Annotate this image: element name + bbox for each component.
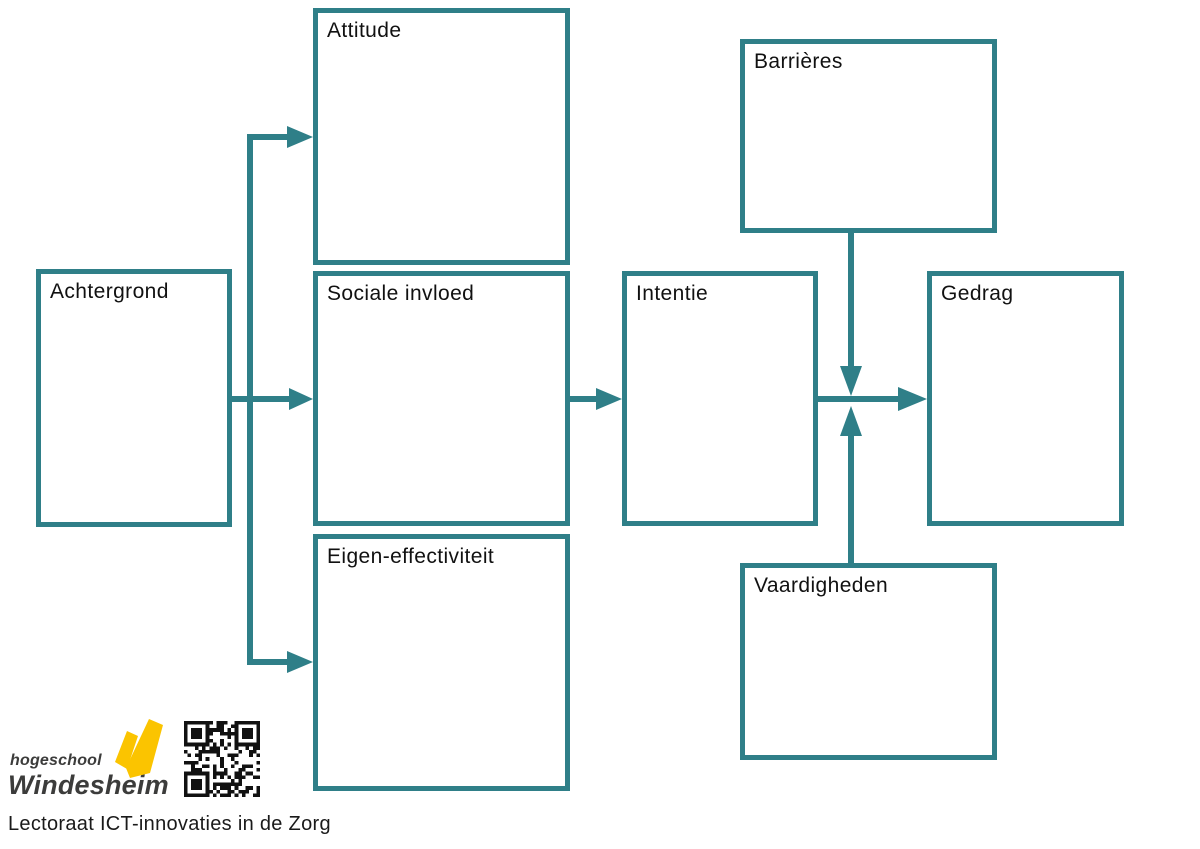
box-attitude: Attitude bbox=[313, 8, 570, 265]
windesheim-w-icon bbox=[115, 719, 163, 778]
arrowhead-intentie-gedrag bbox=[898, 387, 927, 411]
arrowhead-achtergrond-sociale-invloed bbox=[289, 388, 313, 410]
box-gedrag-label: Gedrag bbox=[941, 282, 1014, 305]
box-vaardigheden-label: Vaardigheden bbox=[754, 574, 889, 597]
box-attitude-label: Attitude bbox=[327, 19, 402, 42]
box-achtergrond-label: Achtergrond bbox=[50, 280, 169, 303]
arrow-trunk-achtergrond bbox=[247, 134, 287, 665]
box-achtergrond: Achtergrond bbox=[36, 269, 232, 527]
arrowhead-sociale-invloed-intentie bbox=[596, 388, 622, 410]
box-intentie: Intentie bbox=[622, 271, 818, 526]
arrowhead-vaardigheden-up bbox=[840, 406, 862, 436]
box-barrieres-label: Barrières bbox=[754, 50, 843, 73]
windesheim-logo-text-small: hogeschool bbox=[10, 752, 102, 769]
box-sociale-invloed-label: Sociale invloed bbox=[327, 282, 475, 305]
box-barrieres: Barrières bbox=[740, 39, 997, 233]
box-sociale-invloed: Sociale invloed bbox=[313, 271, 570, 526]
box-vaardigheden: Vaardigheden bbox=[740, 563, 997, 760]
box-eigen-effectiviteit-label: Eigen-effectiviteit bbox=[327, 545, 495, 568]
qr-code bbox=[184, 721, 260, 797]
arrowhead-achtergrond-attitude bbox=[287, 126, 313, 148]
box-intentie-label: Intentie bbox=[636, 282, 709, 305]
arrowhead-barrieres-down bbox=[840, 366, 862, 396]
arrowhead-achtergrond-eigen-effectiviteit bbox=[287, 651, 313, 673]
box-gedrag: Gedrag bbox=[927, 271, 1124, 526]
footer-caption: Lectoraat ICT-innovaties in de Zorg bbox=[8, 813, 331, 835]
box-eigen-effectiviteit: Eigen-effectiviteit bbox=[313, 534, 570, 791]
